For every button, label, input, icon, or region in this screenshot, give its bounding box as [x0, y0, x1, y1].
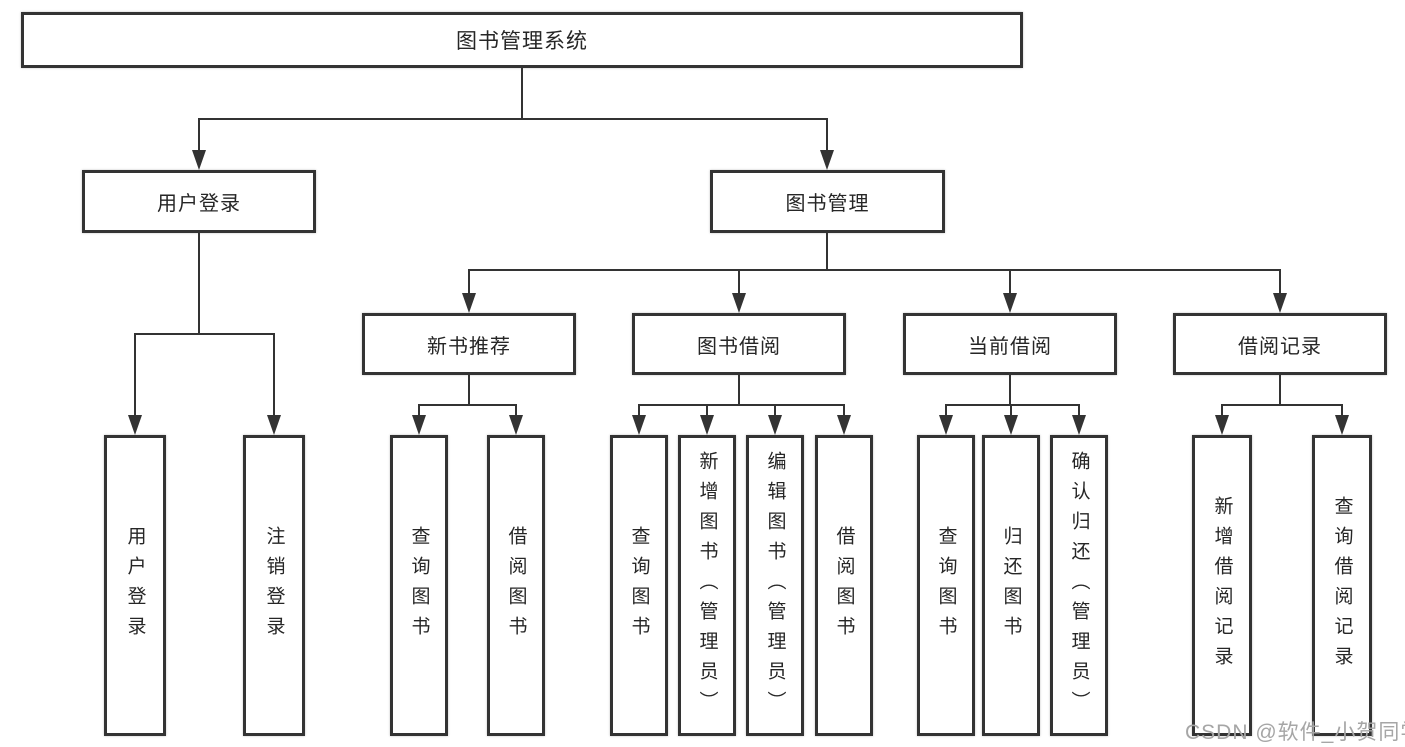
leaf-confirm-return-admin-label: 确认归还（管理员）: [1068, 450, 1090, 721]
connector-drop-leaf-logout: [273, 333, 275, 417]
arrowhead-g3-leaf-0: [1215, 415, 1229, 435]
connector-drop-user-login: [198, 118, 200, 152]
connector-g2-drop-2: [1078, 404, 1080, 417]
leaf-return-books-label: 归还图书: [1000, 525, 1022, 646]
arrowhead-g1-leaf-3: [837, 415, 851, 435]
connector-g3-drop-1: [1341, 404, 1343, 417]
node-current-borrowing: 当前借阅: [903, 313, 1117, 375]
connector-g1-drop-0: [638, 404, 640, 417]
leaf-edit-book-admin: 编辑图书（管理员）: [746, 435, 804, 736]
connector-g0-drop-1: [515, 404, 517, 417]
connector-drop-book-management: [826, 118, 828, 152]
leaf-borrow-books: 借阅图书: [815, 435, 873, 736]
arrowhead-user-login: [192, 150, 206, 170]
leaf-add-borrow-record: 新增借阅记录: [1192, 435, 1252, 736]
connector-book-management-bus: [468, 269, 1281, 271]
connector-g3-bus: [1221, 404, 1343, 406]
leaf-add-book-admin-label: 新增图书（管理员）: [696, 450, 718, 721]
node-book-borrowing: 图书借阅: [632, 313, 846, 375]
arrowhead-leaf-logout: [267, 415, 281, 435]
leaf-logout-label: 注销登录: [263, 525, 285, 646]
connector-g2-drop-0: [945, 404, 947, 417]
connector-drop-leaf-user-login: [134, 333, 136, 417]
connector-root-bus: [198, 118, 828, 120]
arrowhead-g1-leaf-1: [700, 415, 714, 435]
node-borrowing-records: 借阅记录: [1173, 313, 1387, 375]
leaf-logout: 注销登录: [243, 435, 305, 736]
arrowhead-g1-leaf-0: [632, 415, 646, 435]
connector-g2-stub: [1009, 375, 1011, 406]
connector-g1-bus: [638, 404, 845, 406]
leaf-edit-book-admin-label: 编辑图书（管理员）: [764, 450, 786, 721]
leaf-borrow-books-rec: 借阅图书: [487, 435, 545, 736]
node-library-management-system: 图书管理系统: [21, 12, 1023, 68]
connector-user-login-bus: [134, 333, 275, 335]
connector-drop-current-borrow: [1009, 269, 1011, 295]
leaf-query-books-current: 查询图书: [917, 435, 975, 736]
connector-g1-drop-1: [706, 404, 708, 417]
connector-g1-drop-2: [774, 404, 776, 417]
arrowhead-g2-leaf-2: [1072, 415, 1086, 435]
arrowhead-g3-leaf-1: [1335, 415, 1349, 435]
connector-g0-bus: [418, 404, 517, 406]
leaf-return-books: 归还图书: [982, 435, 1040, 736]
arrowhead-g0-leaf-1: [509, 415, 523, 435]
connector-g2-bus: [945, 404, 1080, 406]
leaf-add-borrow-record-label: 新增借阅记录: [1211, 495, 1233, 676]
node-book-management: 图书管理: [710, 170, 945, 233]
leaf-borrow-books-rec-label: 借阅图书: [505, 525, 527, 646]
arrowhead-book-management: [820, 150, 834, 170]
connector-root-stub: [521, 68, 523, 120]
connector-g3-stub: [1279, 375, 1281, 406]
connector-book-management-stub: [826, 233, 828, 271]
arrowhead-current-borrow: [1003, 293, 1017, 313]
connector-drop-borrow-record: [1279, 269, 1281, 295]
leaf-confirm-return-admin: 确认归还（管理员）: [1050, 435, 1108, 736]
arrowhead-g1-leaf-2: [768, 415, 782, 435]
leaf-query-books-borrow: 查询图书: [610, 435, 668, 736]
leaf-query-borrow-record: 查询借阅记录: [1312, 435, 1372, 736]
leaf-add-book-admin: 新增图书（管理员）: [678, 435, 736, 736]
connector-user-login-stub: [198, 233, 200, 335]
arrowhead-g0-leaf-0: [412, 415, 426, 435]
arrowhead-leaf-user-login: [128, 415, 142, 435]
connector-g0-drop-0: [418, 404, 420, 417]
connector-g3-drop-0: [1221, 404, 1223, 417]
csdn-watermark: CSDN @软件_小贺同学: [1185, 721, 1405, 744]
leaf-query-books-borrow-label: 查询图书: [628, 525, 650, 646]
leaf-query-books-rec-label: 查询图书: [408, 525, 430, 646]
connector-drop-new-book-rec: [468, 269, 470, 295]
leaf-borrow-books-label: 借阅图书: [833, 525, 855, 646]
leaf-query-books-current-label: 查询图书: [935, 525, 957, 646]
arrowhead-borrow-record: [1273, 293, 1287, 313]
connector-drop-book-borrow: [738, 269, 740, 295]
arrowhead-g2-leaf-0: [939, 415, 953, 435]
arrowhead-g2-leaf-1: [1004, 415, 1018, 435]
arrowhead-book-borrow: [732, 293, 746, 313]
leaf-user-login-label: 用户登录: [124, 525, 146, 646]
connector-g1-drop-3: [843, 404, 845, 417]
leaf-query-borrow-record-label: 查询借阅记录: [1331, 495, 1353, 676]
node-new-book-recommendation: 新书推荐: [362, 313, 576, 375]
connector-g1-stub: [738, 375, 740, 406]
arrowhead-new-book-rec: [462, 293, 476, 313]
connector-g2-drop-1: [1010, 404, 1012, 417]
connector-g0-stub: [468, 375, 470, 406]
leaf-query-books-rec: 查询图书: [390, 435, 448, 736]
node-user-login: 用户登录: [82, 170, 316, 233]
leaf-user-login: 用户登录: [104, 435, 166, 736]
